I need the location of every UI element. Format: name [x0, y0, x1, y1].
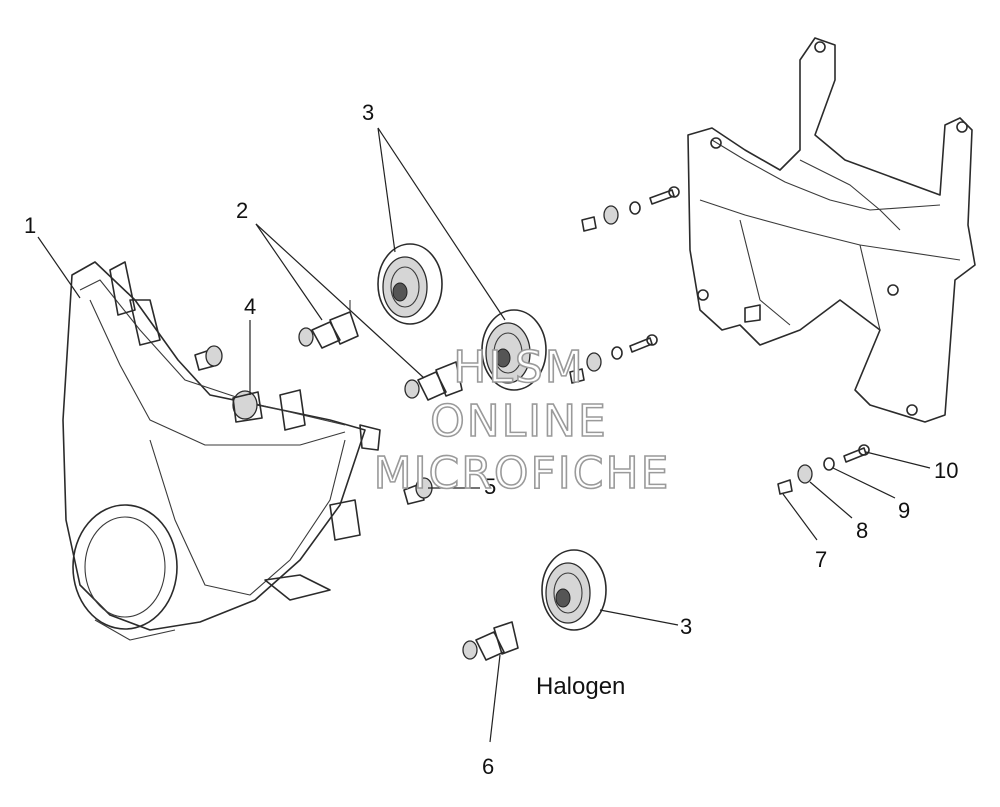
callout-3-lower: 3 — [680, 614, 692, 639]
bulb-lower — [404, 361, 463, 401]
callout-8: 8 — [856, 518, 868, 543]
washer — [823, 457, 835, 471]
callout-9: 9 — [898, 498, 910, 523]
halogen-caption: Halogen — [536, 673, 625, 700]
clip-nut — [777, 479, 793, 495]
fastener-set-upper — [581, 186, 680, 232]
callout-3-upper: 3 — [362, 100, 374, 125]
callout-1: 1 — [24, 213, 36, 238]
callout-6: 6 — [482, 754, 494, 779]
dust-cover-middle — [481, 309, 547, 391]
halogen-bulb — [462, 621, 519, 661]
callout-7: 7 — [815, 547, 827, 572]
leader-lines — [37, 127, 931, 743]
callout-4: 4 — [244, 294, 256, 319]
dust-cover-upper — [377, 243, 443, 325]
dust-cover-lower — [541, 549, 607, 631]
callout-5: 5 — [484, 474, 496, 499]
watermark-line-2: ONLINE — [430, 396, 608, 447]
headlight-housing — [62, 261, 381, 641]
watermark: HLSM ONLINE MICROFICHE — [373, 341, 671, 500]
headlight-bracket — [687, 37, 976, 423]
fastener-set-lower — [777, 444, 870, 495]
callout-2: 2 — [236, 198, 248, 223]
fastener-set-middle — [569, 334, 658, 384]
callout-numbers: 1 2 3 3 4 5 6 7 8 9 10 — [24, 100, 958, 779]
position-lamp-upper — [194, 345, 223, 371]
grommet — [797, 464, 813, 484]
watermark-line-1: HLSM — [453, 342, 585, 393]
callout-10: 10 — [934, 458, 958, 483]
bulb-socket — [232, 390, 263, 423]
bulb-upper — [298, 300, 359, 349]
watermark-line-3: MICROFICHE — [374, 448, 671, 499]
